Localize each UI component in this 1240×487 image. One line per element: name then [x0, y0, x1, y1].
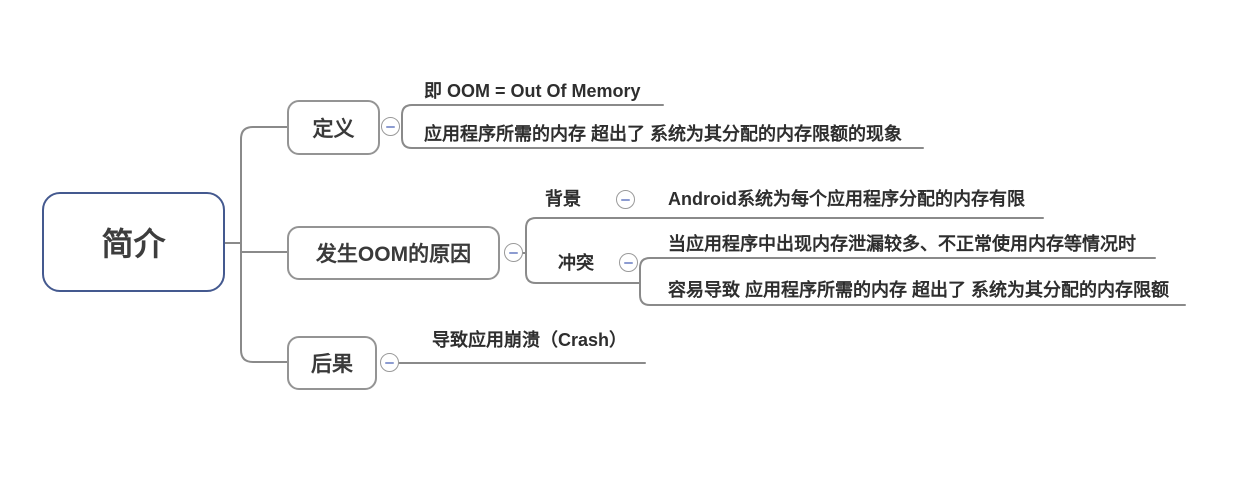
collapse-button-cause[interactable]: [504, 243, 523, 262]
topic-memory-exceed-result[interactable]: 容易导致 应用程序所需的内存 超出了 系统为其分配的内存限额: [668, 280, 1170, 300]
topic-conflict-label[interactable]: 冲突: [558, 253, 594, 273]
minus-icon: [621, 198, 630, 201]
minus-icon: [386, 125, 395, 128]
minus-icon: [385, 361, 394, 364]
trunk-line: [240, 126, 288, 363]
collapse-button-conflict[interactable]: [619, 253, 638, 272]
topic-oom-phenomenon[interactable]: 应用程序所需的内存 超出了 系统为其分配的内存限额的现象: [424, 124, 902, 144]
branch-consequence-label: 后果: [311, 353, 353, 376]
topic-memory-leak-condition[interactable]: 当应用程序中出现内存泄漏较多、不正常使用内存等情况时: [668, 234, 1136, 254]
minus-icon: [509, 251, 518, 254]
branch-node-cause[interactable]: 发生OOM的原因: [287, 226, 500, 280]
root-label: 简介: [101, 226, 166, 262]
collapse-button-consequence[interactable]: [380, 353, 399, 372]
topic-android-memory-limit[interactable]: Android系统为每个应用程序分配的内存有限: [668, 189, 1025, 209]
branch-node-consequence[interactable]: 后果: [287, 336, 377, 390]
topic-app-crash[interactable]: 导致应用崩溃（Crash）: [432, 330, 628, 350]
branch-node-definition[interactable]: 定义: [287, 100, 380, 155]
collapse-button-background[interactable]: [616, 190, 635, 209]
branch-definition-label: 定义: [312, 117, 355, 141]
minus-icon: [624, 261, 633, 264]
root-node[interactable]: 简介: [42, 192, 225, 292]
topic-background-label[interactable]: 背景: [545, 189, 581, 209]
branch-cause-label: 发生OOM的原因: [315, 243, 472, 266]
topic-oom-meaning[interactable]: 即 OOM = Out Of Memory: [424, 81, 641, 101]
collapse-button-definition[interactable]: [381, 117, 400, 136]
